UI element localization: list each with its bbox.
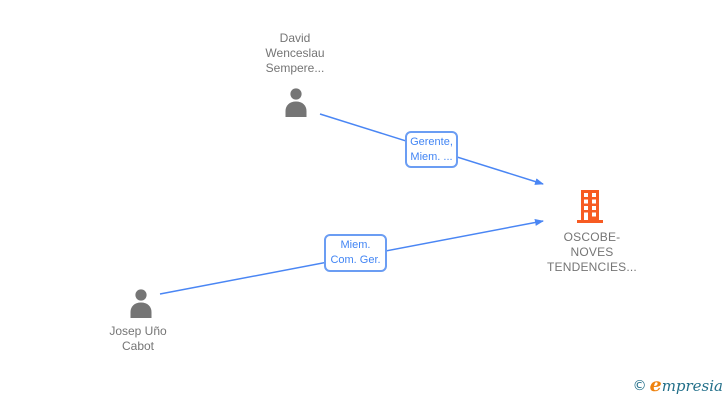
- logo-brand-text: mpresia: [661, 377, 723, 395]
- person-name-line: Sempere...: [265, 61, 325, 75]
- person-icon-josep[interactable]: [127, 288, 155, 323]
- person-icon: [282, 87, 310, 117]
- person-node-josep[interactable]: Josep Uño Cabot: [68, 324, 208, 354]
- edge-label-line: Miem.: [340, 239, 371, 251]
- company-name-line: OSCOBE-: [563, 230, 621, 244]
- company-name-line: NOVES: [570, 245, 614, 259]
- person-name-line: Wenceslau: [265, 46, 325, 60]
- company-icon-oscobe[interactable]: [577, 190, 603, 228]
- building-icon: [577, 190, 603, 223]
- company-node-oscobe[interactable]: OSCOBE- NOVES TENDENCIES...: [517, 230, 667, 275]
- person-name-line: Cabot: [121, 339, 155, 353]
- edge-label-line: Miem. ...: [410, 150, 453, 163]
- person-node-david[interactable]: David Wenceslau Sempere...: [225, 31, 365, 76]
- company-name-line: TENDENCIES...: [547, 260, 637, 274]
- person-name-line: David: [279, 31, 311, 45]
- edge-label-miem-com-ger: Miem. Com. Ger.: [324, 234, 387, 272]
- person-icon-david[interactable]: [282, 87, 310, 122]
- empresia-logo[interactable]: ©empresia: [633, 374, 723, 396]
- edge-label-gerente: Gerente, Miem. ...: [405, 131, 458, 168]
- logo-brand-initial: e: [649, 374, 662, 396]
- copyright-icon: ©: [632, 378, 647, 394]
- edge-label-line: Gerente,: [410, 135, 453, 148]
- person-name-line: Josep Uño: [109, 324, 167, 338]
- edge-label-line: Com. Ger.: [330, 254, 381, 266]
- person-icon: [127, 288, 155, 318]
